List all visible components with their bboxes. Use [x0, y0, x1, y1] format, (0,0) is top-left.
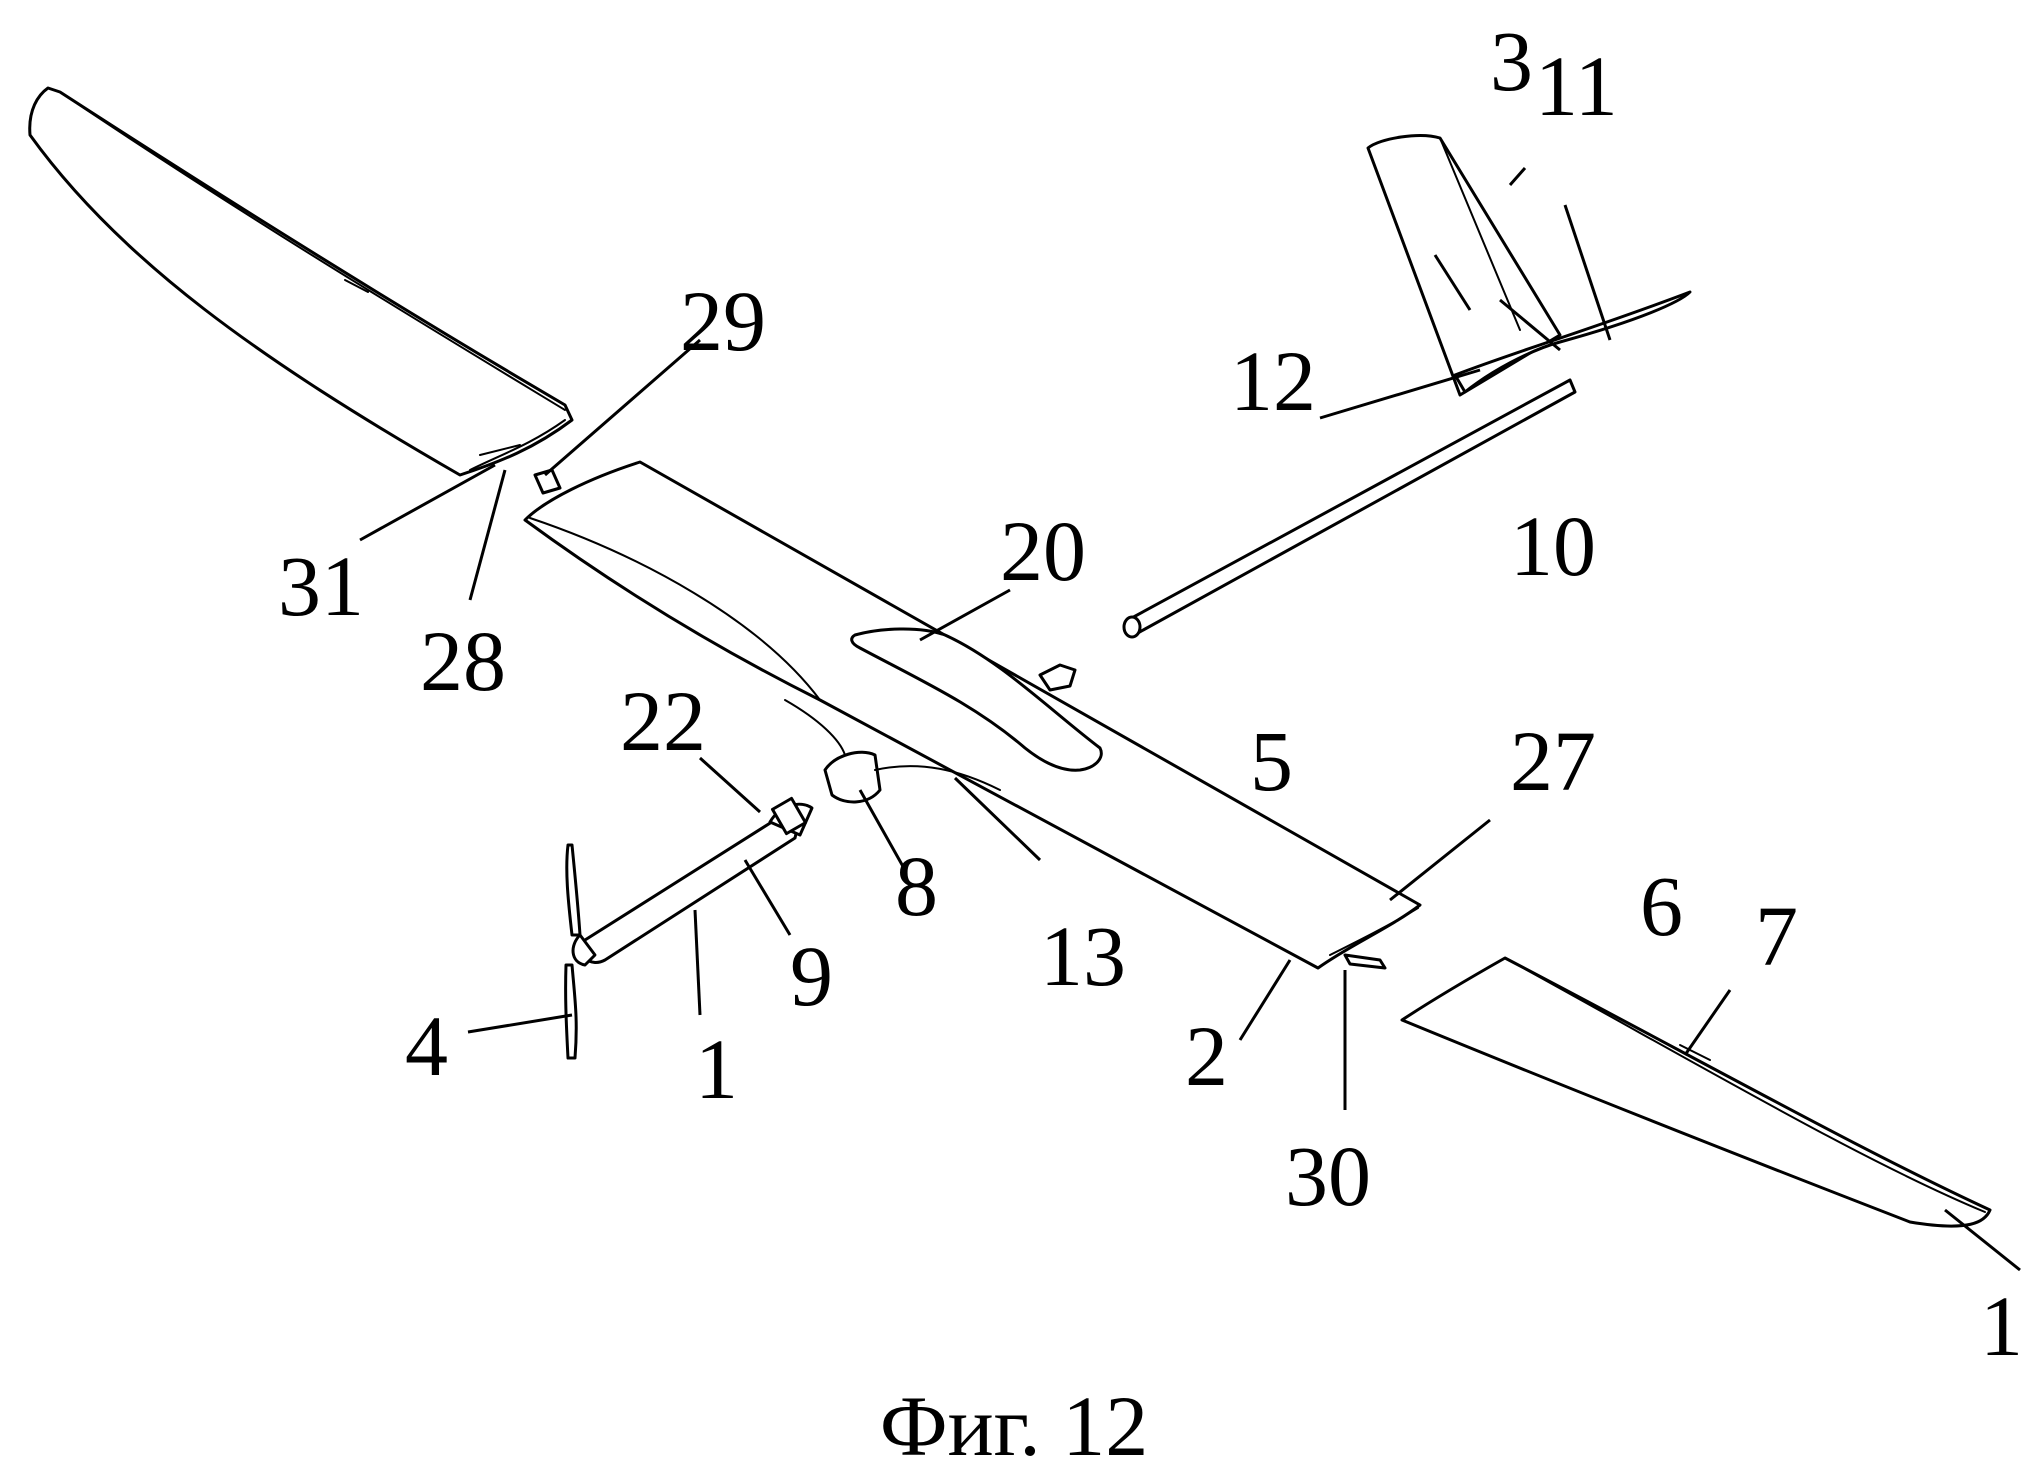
label-4: 4 [405, 998, 448, 1094]
leader-lines [359, 167, 2021, 1272]
figure-caption: Фиг. 12 [880, 1378, 1149, 1474]
label-29: 29 [680, 273, 766, 369]
motor-socket [784, 699, 1001, 804]
label-28: 28 [420, 613, 506, 709]
label-22: 22 [620, 673, 706, 769]
left-wing-panel [28, 86, 574, 477]
reference-numerals: 1 1 2 3 4 5 6 7 8 9 10 11 12 13 20 22 27… [278, 13, 2023, 1374]
label-12: 12 [1230, 333, 1316, 429]
label-7: 7 [1755, 888, 1798, 984]
label-6: 6 [1640, 858, 1683, 954]
label-30: 30 [1285, 1128, 1371, 1224]
motor-assembly [564, 796, 814, 1060]
tail-unit [1366, 134, 1692, 397]
label-27: 27 [1510, 713, 1596, 809]
label-2: 2 [1185, 1008, 1228, 1104]
label-20: 20 [1000, 503, 1086, 599]
center-wing-section [523, 460, 1422, 970]
label-3: 3 [1490, 13, 1533, 109]
tail-boom [1122, 378, 1577, 639]
label-13: 13 [1040, 908, 1126, 1004]
label-5: 5 [1250, 713, 1293, 809]
label-11: 11 [1535, 38, 1618, 134]
label-10: 10 [1510, 498, 1596, 594]
label-8: 8 [895, 838, 938, 934]
label-9: 9 [790, 928, 833, 1024]
right-wing-panel [1400, 956, 1992, 1228]
label-1-wing: 1 [1980, 1278, 2023, 1374]
label-1-motor: 1 [695, 1021, 738, 1117]
label-31: 31 [278, 538, 364, 634]
